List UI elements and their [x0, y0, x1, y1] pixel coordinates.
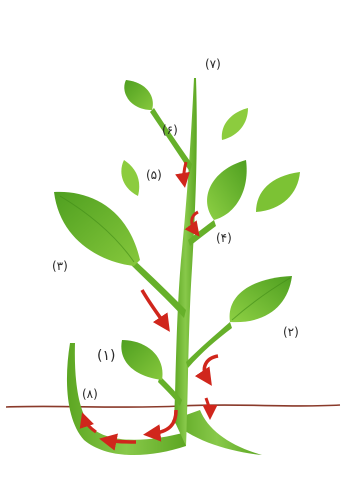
label-6: (۶) [162, 123, 178, 137]
label-1: (۱) [97, 348, 115, 364]
label-4: (۴) [216, 231, 232, 245]
leaf-6 [124, 80, 153, 110]
label-2: (۲) [283, 325, 299, 339]
arrow-root-left [106, 440, 136, 442]
leaf-far-right [256, 172, 300, 212]
ground-line [6, 405, 340, 407]
leaf-3-large [54, 192, 140, 266]
leaf-5 [121, 160, 139, 196]
label-8: (۸) [82, 387, 98, 401]
arrow-6 [184, 162, 186, 182]
label-3: (۳) [52, 259, 68, 273]
arrow-2 [204, 356, 218, 380]
leaf-top-right [222, 108, 248, 140]
leaf-4 [207, 160, 247, 220]
arrow-4 [192, 212, 198, 232]
label-7: (۷) [205, 57, 221, 71]
branch-3 [128, 258, 186, 318]
arrow-root-curve [150, 410, 176, 434]
label-5: (۵) [146, 168, 162, 182]
leaf-1 [121, 340, 162, 380]
